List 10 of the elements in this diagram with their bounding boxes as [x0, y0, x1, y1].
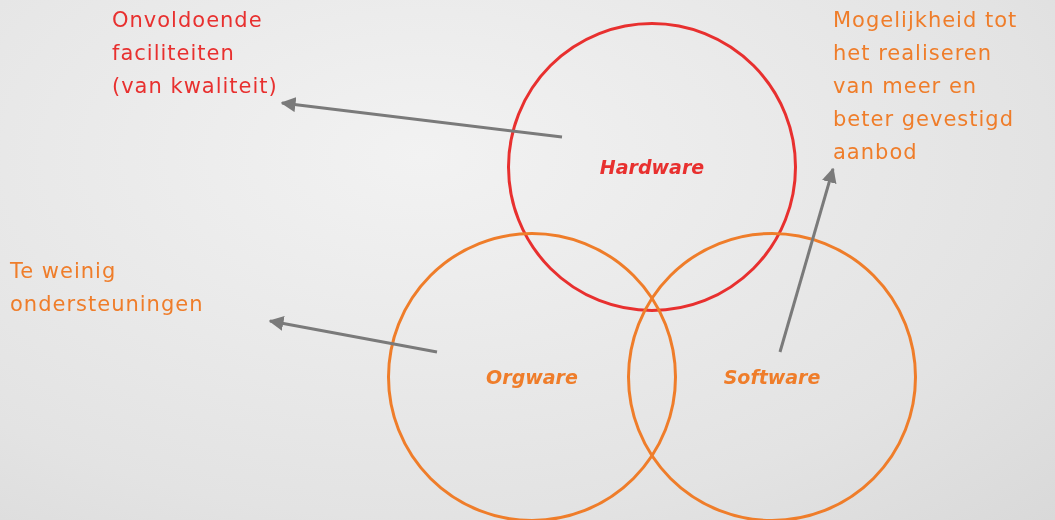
arrow — [268, 316, 438, 354]
annotation-text: Te weinig ondersteuningen — [10, 255, 270, 321]
annotation-text: Mogelijkheid tot het realiseren van meer en beter gevestigd aanbod — [833, 4, 1033, 169]
venn-circle — [507, 22, 797, 312]
annotation-text: Onvoldoende faciliteiten (van kwaliteit) — [112, 4, 282, 103]
arrow — [778, 167, 837, 353]
circle-label: Orgware — [485, 366, 579, 388]
circle-label: Hardware — [598, 156, 706, 178]
circle-label: Software — [722, 366, 822, 388]
arrow — [280, 97, 563, 139]
